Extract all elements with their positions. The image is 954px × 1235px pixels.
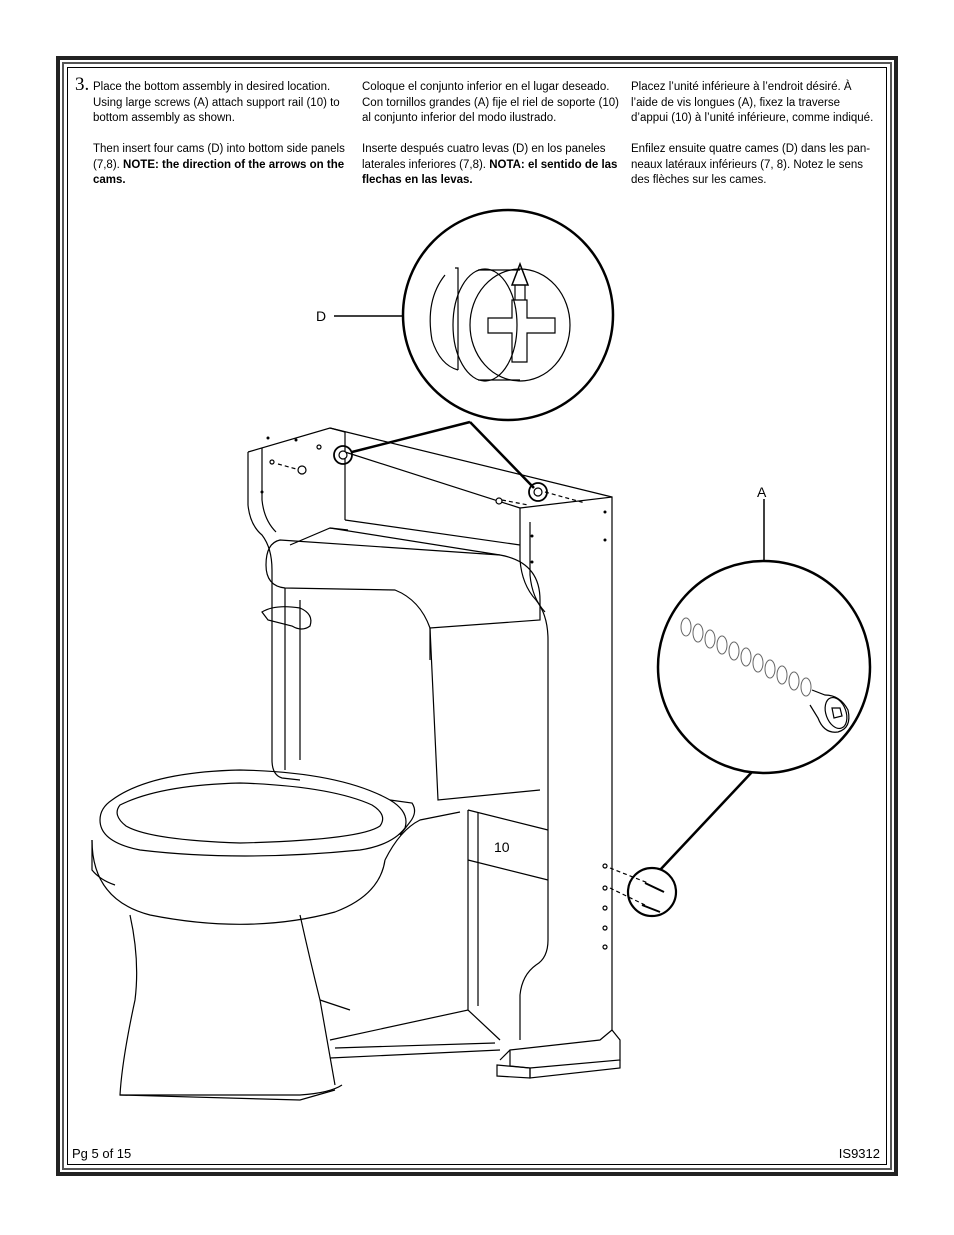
cam-callout-left	[333, 445, 353, 465]
spanish-paragraph-1: Coloque el conjunto inferior en el lugar…	[362, 81, 619, 124]
step-number: 3.	[75, 74, 90, 95]
instructions-french: Placez l’unité inférieure à l’endroit dé…	[631, 80, 879, 204]
spanish-note: NOTA: el sentido de las flechas en las l…	[362, 158, 618, 187]
instructions-english: Place the bottom assembly in desired loc…	[93, 80, 351, 204]
page-number: Pg 5 of 15	[72, 1146, 132, 1161]
cam-detail-icon	[401, 208, 615, 422]
french-paragraph-1: Placez l’unité inférieure à l’endroit dé…	[631, 81, 874, 124]
spanish-paragraph-2: Inserte después cuatro levas (D) en los …	[362, 142, 620, 189]
cam-label: D	[316, 308, 327, 324]
page-border-outer	[56, 56, 898, 1176]
toilet-illustration	[91, 527, 541, 1101]
page-border-inner-line	[67, 67, 887, 1165]
french-paragraph-2: Enfilez ensuite quatre cames (D) dans le…	[631, 143, 871, 186]
rail-label: 10	[494, 839, 510, 855]
english-paragraph-2: Then insert four cams (D) into bottom si…	[93, 142, 351, 189]
screw-label: A	[757, 484, 767, 500]
page-border-inner	[62, 62, 892, 1170]
screw-callout	[626, 866, 678, 918]
english-paragraph-1: Place the bottom assembly in desired loc…	[93, 81, 340, 124]
english-note: NOTE: the direction of the arrows on the…	[93, 158, 345, 187]
document-code: IS9312	[838, 1146, 880, 1161]
cabinet-frame-illustration	[247, 427, 621, 1079]
instructions-spanish: Coloque el conjunto inferior en el lugar…	[362, 80, 620, 204]
english-paragraph-2-text: Then insert four cams (D) into bottom si…	[93, 143, 345, 171]
spanish-paragraph-2-text: Inserte después cuatro levas (D) en los …	[362, 143, 606, 171]
screw-detail-icon	[656, 559, 872, 775]
